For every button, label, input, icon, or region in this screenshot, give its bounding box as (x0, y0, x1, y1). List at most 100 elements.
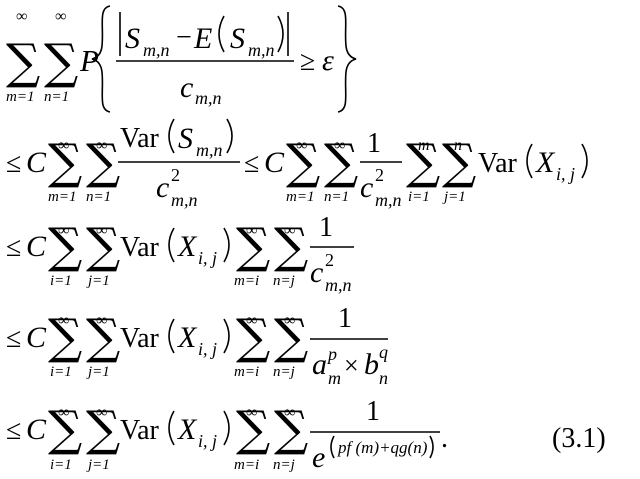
paren-right (226, 118, 233, 154)
variable-c: c (180, 71, 193, 104)
subscript: m,n (143, 40, 170, 60)
sum-symbol: ∑ (86, 309, 120, 365)
sum-lower-limit: n=1 (324, 189, 349, 205)
subscript: i, j (198, 339, 217, 359)
left-curly-brace (91, 5, 111, 113)
sum-lower-limit: n=j (273, 364, 295, 380)
subscript: i, j (556, 164, 575, 184)
sum-upper-limit: ∞ (58, 222, 69, 239)
sum-upper-limit: ∞ (96, 404, 107, 421)
variable-s: S (125, 22, 140, 55)
variable-x: X (177, 321, 198, 354)
paren-left (330, 435, 335, 459)
equation-line-1: ∑ ∞ m=1 ∑ ∞ n=1 P S m,n − E S m,n c m,n … (6, 5, 357, 113)
sum-lower-limit: m=i (234, 364, 259, 380)
variable-s: S (230, 22, 245, 55)
variable-x: X (177, 230, 198, 263)
sum-upper-limit: ∞ (16, 8, 27, 25)
constant-c: C (26, 413, 47, 446)
variance-operator: Var (478, 148, 518, 179)
variable-a: a (312, 348, 327, 381)
leq-sign: ≤ (6, 232, 21, 263)
leq-sign: ≤ (6, 415, 21, 446)
sum-lower-limit: n=1 (86, 189, 111, 205)
sum-upper-limit: ∞ (58, 404, 69, 421)
superscript: 2 (375, 165, 384, 185)
sum-symbol: ∑ (48, 401, 82, 457)
sum-symbol: ∑ (44, 34, 78, 90)
sum-lower-limit: i=1 (50, 273, 72, 289)
variable-c: c (310, 256, 323, 289)
equation-line-4: ≤ C ∑ ∞ i=1 ∑ ∞ j=1 Var X i, j ∑ ∞ m=i ∑… (6, 303, 388, 388)
subscript: i, j (198, 248, 217, 268)
sum-symbol: ∑ (236, 401, 270, 457)
paren-left (168, 318, 175, 354)
sum-symbol: ∑ (86, 134, 120, 190)
sum-lower-limit: m=i (234, 273, 259, 289)
superscript: 2 (171, 165, 180, 185)
superscript: q (379, 342, 388, 362)
sum-lower-limit: n=j (273, 457, 295, 473)
sum-upper-limit: ∞ (246, 222, 257, 239)
sum-upper-limit: ∞ (334, 137, 345, 154)
sum-upper-limit: ∞ (284, 222, 295, 239)
geq-sign: ≥ (300, 46, 315, 77)
sum-upper-limit: ∞ (246, 404, 257, 421)
sum-upper-limit: ∞ (296, 137, 307, 154)
sum-upper-limit: ∞ (96, 137, 107, 154)
variance-operator: Var (120, 123, 160, 154)
constant-c: C (26, 230, 47, 263)
subscript: m,n (325, 275, 352, 295)
paren-left (168, 227, 175, 263)
paren-left (168, 410, 175, 446)
paren-right (581, 143, 588, 179)
constant-c: C (26, 146, 47, 179)
sum-lower-limit: m=1 (48, 189, 76, 205)
exponential-base: e (312, 441, 325, 474)
sum-upper-limit: ∞ (58, 137, 69, 154)
sum-lower-limit: m=i (234, 457, 259, 473)
sum-symbol: ∑ (274, 309, 308, 365)
numerator-one: 1 (338, 303, 352, 334)
paren-right (223, 410, 230, 446)
sum-lower-limit: j=1 (86, 273, 110, 289)
equation-line-5: ≤ C ∑ ∞ i=1 ∑ ∞ j=1 Var X i, j ∑ ∞ m=i ∑… (6, 396, 606, 474)
variance-operator: Var (120, 232, 160, 263)
variable-x: X (177, 413, 198, 446)
sum-symbol: ∑ (406, 134, 440, 190)
sum-lower-limit: j=1 (442, 189, 466, 205)
leq-sign: ≤ (6, 148, 21, 179)
paren-left (526, 143, 533, 179)
sum-upper-limit: ∞ (58, 312, 69, 329)
sum-symbol: ∑ (48, 309, 82, 365)
minus-sign: − (176, 22, 192, 53)
numerator-one: 1 (366, 396, 380, 427)
sum-symbol: ∑ (6, 34, 40, 90)
sum-symbol: ∑ (48, 218, 82, 274)
superscript: 2 (325, 250, 334, 270)
variance-operator: Var (120, 323, 160, 354)
sum-upper-limit: ∞ (246, 312, 257, 329)
sum-symbol: ∑ (236, 309, 270, 365)
subscript: m (328, 368, 341, 388)
right-curly-brace (337, 5, 357, 113)
sum-upper-limit: n (454, 137, 462, 154)
variable-c: c (156, 171, 169, 204)
variable-x: X (535, 146, 556, 179)
sum-symbol: ∑ (236, 218, 270, 274)
probability-symbol: P (79, 43, 99, 78)
numerator-one: 1 (319, 212, 333, 243)
sum-lower-limit: i=1 (408, 189, 430, 205)
subscript: m,n (196, 140, 223, 160)
numerator-one: 1 (367, 128, 381, 159)
epsilon-symbol: ε (322, 44, 334, 77)
sum-upper-limit: ∞ (284, 312, 295, 329)
subscript: m,n (171, 190, 198, 210)
period: . (441, 423, 448, 454)
sum-symbol: ∑ (274, 218, 308, 274)
subscript: n (379, 368, 388, 388)
equation-line-2: ≤ C ∑ ∞ m=1 ∑ ∞ n=1 Var S m,n c 2 m,n ≤ … (6, 118, 588, 210)
sum-lower-limit: i=1 (50, 364, 72, 380)
sum-lower-limit: m=1 (6, 89, 34, 105)
